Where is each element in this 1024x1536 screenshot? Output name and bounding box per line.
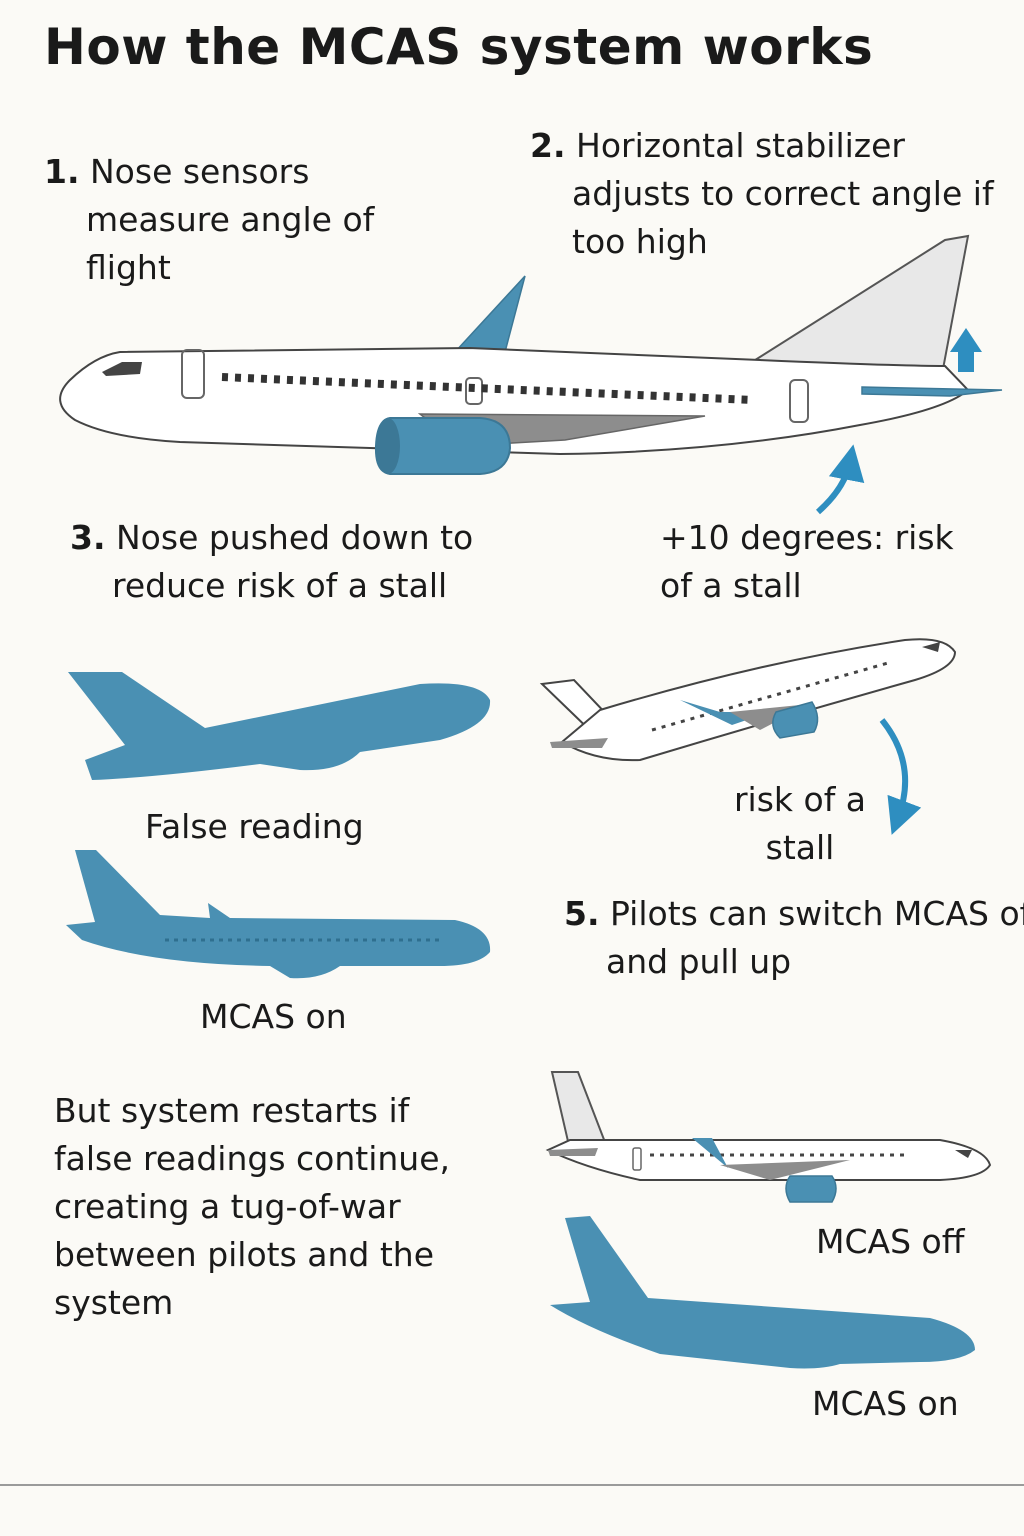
- step-5-label: 5. Pilots can switch MCAS off and pull u…: [564, 890, 1024, 986]
- cockpit-window-icon: [102, 362, 142, 376]
- false-reading-plane-silhouette: [68, 672, 491, 780]
- stall-risk-label: risk of a stall: [733, 780, 867, 867]
- main-airplane: [59, 234, 1003, 475]
- horizontal-stabilizer: [861, 386, 1003, 397]
- main-airplane-engine-intake: [376, 418, 400, 474]
- step-3-label: 3. Nose pushed down to reduce risk of a …: [70, 514, 582, 610]
- step-2-label: 2. Horizontal stabilizer adjusts to corr…: [530, 122, 1012, 266]
- step-1-text: Nose sensors measure angle of flight: [86, 152, 375, 287]
- false-reading-label: False reading: [145, 807, 364, 846]
- stalling-airplane-engine: [772, 701, 819, 739]
- main-airplane-window-row: [221, 373, 753, 404]
- step-1-number: 1.: [44, 152, 80, 191]
- bottom-divider: [0, 1484, 1024, 1486]
- stall-angle-arrow-icon: [815, 444, 865, 515]
- step-1-label: 1. Nose sensors measure angle of flight: [44, 148, 416, 292]
- step-5-number: 5.: [564, 894, 600, 933]
- stalling-airplane-cockpit-icon: [922, 642, 940, 652]
- stalling-airplane: [539, 638, 957, 762]
- mcas-off-underwing: [720, 1160, 850, 1180]
- mcas-off-tail-fin: [550, 1071, 610, 1151]
- mcas-on-plane-silhouette-2: [550, 1216, 975, 1369]
- main-airplane-wing: [453, 275, 526, 353]
- stalling-airplane-stabilizer: [550, 738, 608, 748]
- mcas-off-cockpit-icon: [955, 1150, 972, 1158]
- mcas-off-wing: [692, 1138, 728, 1168]
- step-2-text: Horizontal stabilizer adjusts to correct…: [572, 126, 994, 261]
- nose-down-arrow-icon: [879, 718, 922, 835]
- mcas-on-plane-silhouette-1: [66, 850, 491, 979]
- step-3-text: Nose pushed down to reduce risk of a sta…: [112, 518, 474, 605]
- main-airplane-door-rear: [789, 379, 809, 423]
- step-5-text: Pilots can switch MCAS off and pull up: [606, 894, 1024, 981]
- step-2-number: 2.: [530, 126, 566, 165]
- mcas-off-fuselage: [545, 1139, 992, 1181]
- mcas-off-stabilizer: [548, 1148, 598, 1156]
- main-airplane-fuselage: [59, 346, 970, 456]
- main-airplane-door-front: [181, 349, 205, 399]
- restart-note: But system restarts if false readings co…: [54, 1091, 450, 1322]
- mcas-off-engine: [785, 1175, 837, 1203]
- mcas-off-label: MCAS off: [816, 1222, 965, 1261]
- stall-angle-label: +10 degrees: risk of a stall: [660, 518, 954, 605]
- step-3-number: 3.: [70, 518, 106, 557]
- mcas-on-label-2: MCAS on: [812, 1384, 959, 1423]
- stalling-airplane-window-row: [651, 661, 889, 732]
- stabilizer-up-arrow-icon: [950, 328, 982, 372]
- page-title: How the MCAS system works: [44, 18, 874, 76]
- mcas-off-airplane: [545, 1071, 992, 1203]
- mcas-off-door: [632, 1147, 642, 1171]
- mcas-on-label-1: MCAS on: [200, 997, 347, 1036]
